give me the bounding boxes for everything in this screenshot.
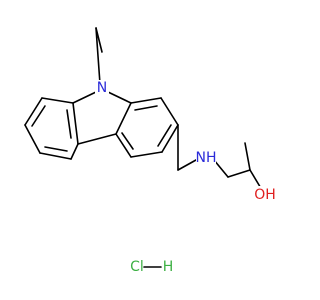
ch2-ch-bond <box>227 169 251 178</box>
left-ring-bond-4-inner <box>44 146 68 152</box>
ring-nitrogen-label: N <box>97 80 107 96</box>
left-ring-bond-6 <box>72 102 79 145</box>
right-ring-bond-2 <box>160 97 179 126</box>
left-ring-bond-4 <box>39 152 72 160</box>
hydroxyl-label: OH <box>254 187 276 203</box>
ring-nitrogen-background <box>95 80 109 96</box>
left-ring-bond-2 <box>24 97 43 126</box>
bond-group <box>24 27 263 268</box>
amine-background <box>196 150 216 166</box>
right-ring-bond-4 <box>130 151 163 158</box>
salt-hydrogen-label: H <box>163 259 174 275</box>
nh-ch2-bond <box>213 159 229 178</box>
right-ring-bond-1-inner <box>134 105 158 111</box>
pyrrole-bond-n-right <box>107 91 132 104</box>
left-ring-bond-3 <box>24 124 41 154</box>
right-ring-bond-5-inner <box>121 132 134 150</box>
ch2-nh-bond <box>177 159 197 171</box>
pyrrole-bond-n-left <box>72 91 97 104</box>
hydroxyl-background <box>255 186 275 202</box>
right-ring-bond-3-inner <box>157 124 172 147</box>
right-ring-bond-1 <box>130 97 162 104</box>
right-ring-bond-5 <box>115 133 132 158</box>
atom-labels: N NH OH Cl H <box>95 80 276 275</box>
ch-methyl-bond <box>244 142 251 171</box>
amine-label: NH <box>196 150 217 166</box>
ethyl-ch2-bond <box>95 27 101 85</box>
left-ring-bond-5 <box>70 143 79 160</box>
left-ring-bond-2-inner <box>31 105 46 127</box>
chemical-structure-diagram: N NH OH Cl H <box>24 27 276 275</box>
right-ring-bond-6 <box>115 102 132 135</box>
right-ring-bond-3 <box>161 124 179 153</box>
chloride-label: Cl <box>130 259 144 275</box>
pyrrole-bond-fusion <box>77 133 117 145</box>
left-ring-bond-6-inner <box>66 109 72 139</box>
left-ring-bond-1 <box>41 97 74 104</box>
